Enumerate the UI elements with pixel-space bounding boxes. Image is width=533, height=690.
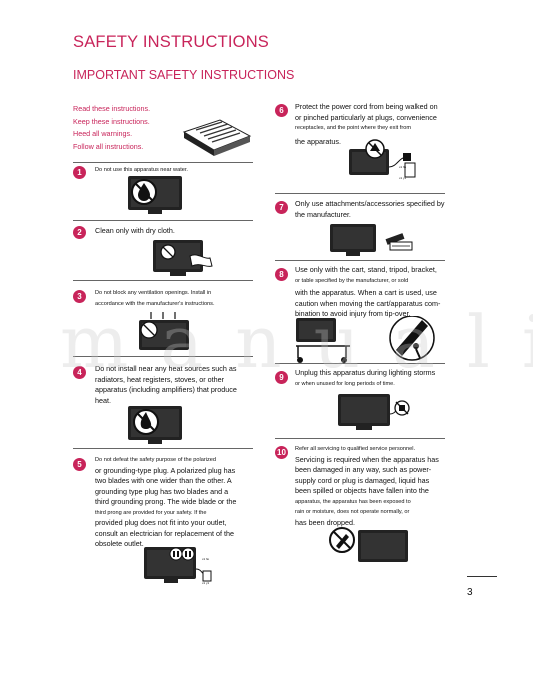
instruction-line: the manufacturer. — [295, 209, 351, 219]
step-number-badge: 6 — [275, 104, 288, 117]
instruction-line: rain or moisture, does not operate norma… — [295, 509, 410, 515]
intro-line: Follow all instructions. — [73, 141, 144, 151]
instruction-text: Refer all servicing to qualified service… — [295, 444, 460, 528]
instruction-line: apparatus, the apparatus has been expose… — [295, 498, 411, 505]
instruction-text: Protect the power cord from being walked… — [295, 102, 455, 147]
instruction-line: Refer all servicing to qualified service… — [295, 446, 416, 452]
tv-ventilation-illustration — [139, 312, 189, 350]
section-divider — [73, 356, 253, 357]
instruction-text: Only use attachments/accessories specifi… — [295, 199, 455, 220]
instruction-line: grounding type plug has two blades and a — [95, 486, 229, 496]
section-divider — [275, 438, 445, 439]
instruction-text: Do not block any ventilation openings. I… — [95, 288, 255, 309]
instruction-line: radiators, heat registers, stoves, or ot… — [95, 374, 225, 384]
instruction-line: accordance with the manufacturer's instr… — [95, 300, 215, 307]
instruction-line: Only use attachments/accessories specifi… — [295, 199, 445, 208]
intro-line: Keep these instructions. — [73, 116, 150, 126]
tv-unplug-storm-illustration — [338, 394, 410, 430]
step-number-badge: 10 — [275, 446, 288, 459]
instruction-line: Unplug this apparatus during lighting st… — [295, 368, 436, 377]
instruction-line: Protect the power cord from being walked… — [295, 102, 438, 111]
instruction-line: heat. — [95, 395, 111, 405]
section-divider — [73, 162, 253, 163]
intro-line: Read these instructions. — [73, 104, 151, 113]
instruction-line: bination to avoid injury from tip-over. — [295, 309, 411, 318]
section-divider — [275, 193, 445, 194]
section-divider — [275, 363, 445, 364]
intro-instructions: Read these instructions. Keep these inst… — [73, 103, 150, 153]
instruction-line: two blades with one wider than the other… — [95, 476, 232, 485]
step-number-badge: 5 — [73, 458, 86, 471]
instruction-line: Do not defeat the safety purpose of the … — [95, 457, 216, 463]
tv-cleaning-illustration — [153, 240, 213, 276]
instruction-line: Clean only with dry cloth. — [95, 226, 175, 235]
section-divider — [73, 448, 253, 449]
instruction-line: receptacles, and the point where they ex… — [295, 125, 411, 131]
section-divider — [73, 280, 253, 281]
tv-water-warning-illustration — [128, 176, 182, 214]
instruction-line: or grounding-type plug. A polarized plug… — [95, 465, 236, 475]
plug-label: x1 y1 — [202, 581, 210, 585]
instruction-line: caution when moving the cart/apparatus c… — [295, 298, 441, 308]
instruction-text: Clean only with dry cloth. — [95, 226, 245, 237]
instruction-line: Do not block any ventilation openings. I… — [95, 290, 212, 296]
instruction-text: Do not use this apparatus near water. — [95, 164, 245, 176]
instruction-line: Do not install near any heat sources suc… — [95, 364, 237, 373]
instruction-line: Use only with the cart, stand, tripod, b… — [295, 265, 437, 274]
section-divider — [73, 220, 253, 221]
page-title: SAFETY INSTRUCTIONS — [73, 33, 270, 51]
instruction-line: third prong are provided for your safety… — [95, 509, 207, 516]
instruction-text: Do not install near any heat sources suc… — [95, 364, 260, 406]
page-number: 3 — [467, 587, 473, 598]
instruction-line: Do not use this apparatus near water. — [95, 167, 188, 173]
instruction-line: apparatus (including amplifiers) that pr… — [95, 385, 237, 394]
instruction-line: obsolete outlet. — [95, 539, 144, 548]
footer-rule — [467, 576, 497, 577]
tv-accessories-illustration — [330, 224, 413, 256]
instruction-line: has been dropped. — [295, 517, 355, 527]
step-number-badge: 3 — [73, 290, 86, 303]
step-number-badge: 7 — [275, 201, 288, 214]
instruction-line: consult an electrician for replacement o… — [95, 528, 235, 538]
plug-label: x1 fio — [202, 557, 210, 561]
step-number-badge: 2 — [73, 226, 86, 239]
step-number-badge: 1 — [73, 166, 86, 179]
section-subtitle: IMPORTANT SAFETY INSTRUCTIONS — [73, 68, 295, 82]
step-number-badge: 4 — [73, 366, 86, 379]
instruction-line: provided plug does not fit into your out… — [95, 518, 227, 527]
instruction-line: with the apparatus. When a cart is used,… — [295, 288, 437, 297]
instruction-line: supply cord or plug is damaged, liquid h… — [295, 475, 430, 485]
instruction-line: the apparatus. — [295, 136, 341, 146]
cart-tip-over-illustration — [296, 316, 435, 363]
tv-polarized-plug-illustration: x1 fio x1 y1 — [144, 547, 212, 585]
step-number-badge: 9 — [275, 371, 288, 384]
plug-label: x1 fio — [399, 165, 407, 169]
step-number-badge: 8 — [275, 268, 288, 281]
instruction-line: or pinched particularly at plugs, conven… — [295, 112, 437, 122]
manual-booklet-illustration — [182, 119, 252, 156]
section-divider — [275, 260, 445, 261]
instruction-line: Servicing is required when the apparatus… — [295, 454, 439, 464]
instruction-line: been damaged in any way, such as power- — [295, 465, 432, 474]
tv-heat-source-illustration — [128, 406, 182, 444]
instruction-line: or when unused for long periods of time. — [295, 380, 395, 387]
instruction-line: third grounding prong. The wide blade or… — [95, 497, 237, 506]
instruction-line: or table specified by the manufacturer, … — [295, 277, 409, 284]
instruction-line: been spilled or objects have fallen into… — [295, 486, 429, 495]
instruction-text: Do not defeat the safety purpose of the … — [95, 455, 265, 550]
power-cord-protection-illustration: x1 fio x1 y1 — [349, 139, 416, 180]
instruction-text: Use only with the cart, stand, tripod, b… — [295, 265, 460, 320]
plug-label: x1 y1 — [399, 176, 407, 180]
tv-servicing-illustration — [329, 527, 408, 562]
instruction-text: Unplug this apparatus during lighting st… — [295, 368, 460, 389]
intro-line: Heed all warnings. — [73, 129, 133, 138]
